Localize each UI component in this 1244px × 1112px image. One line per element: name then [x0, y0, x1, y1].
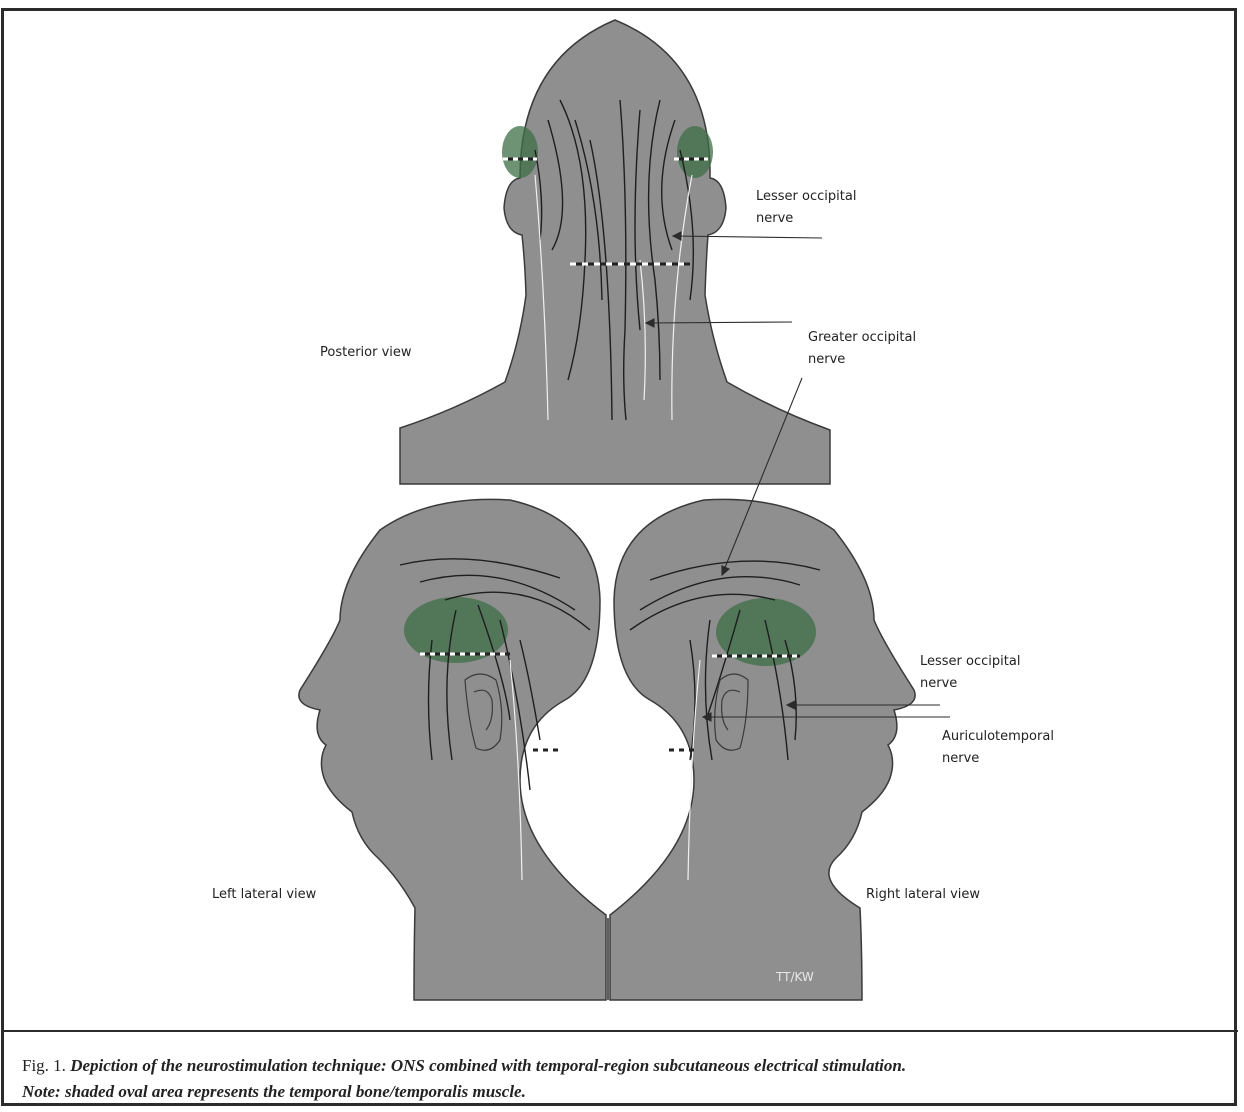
caption-line-1-text: Depiction of the neurostimulation techni…	[70, 1056, 906, 1075]
label-greater-occipital-2: nerve	[808, 352, 845, 367]
posterior-head-silhouette	[400, 20, 830, 484]
posterior-temporal-oval-right	[677, 126, 713, 178]
left-lateral-silhouette	[299, 499, 606, 1000]
label-left-lateral-view: Left lateral view	[212, 887, 317, 902]
label-lesser-occipital-right-2: nerve	[920, 676, 957, 691]
label-greater-occipital-1: Greater occipital	[808, 330, 916, 345]
figure-caption: Fig. 1. Depiction of the neurostimulatio…	[22, 1053, 1222, 1105]
caption-line-2: Note: shaded oval area represents the te…	[22, 1079, 1222, 1105]
posterior-temporal-oval-left	[502, 126, 538, 178]
label-lesser-occipital-top-1: Lesser occipital	[756, 189, 856, 204]
caption-line-1: Fig. 1. Depiction of the neurostimulatio…	[22, 1053, 1222, 1079]
label-auriculotemporal-2: nerve	[942, 751, 979, 766]
author-signature: TT/KW	[775, 970, 814, 984]
label-right-lateral-view: Right lateral view	[866, 887, 980, 902]
label-auriculotemporal-1: Auriculotemporal	[942, 729, 1054, 744]
label-lesser-occipital-top-2: nerve	[756, 211, 793, 226]
label-posterior-view: Posterior view	[320, 345, 412, 360]
right-lateral-silhouette	[610, 499, 915, 1000]
caption-divider	[4, 1030, 1238, 1032]
caption-prefix: Fig. 1.	[22, 1056, 70, 1075]
posterior-head	[400, 20, 830, 484]
right-lateral-head	[610, 499, 915, 1000]
left-lateral-head	[299, 499, 606, 1000]
label-lesser-occipital-right-1: Lesser occipital	[920, 654, 1020, 669]
